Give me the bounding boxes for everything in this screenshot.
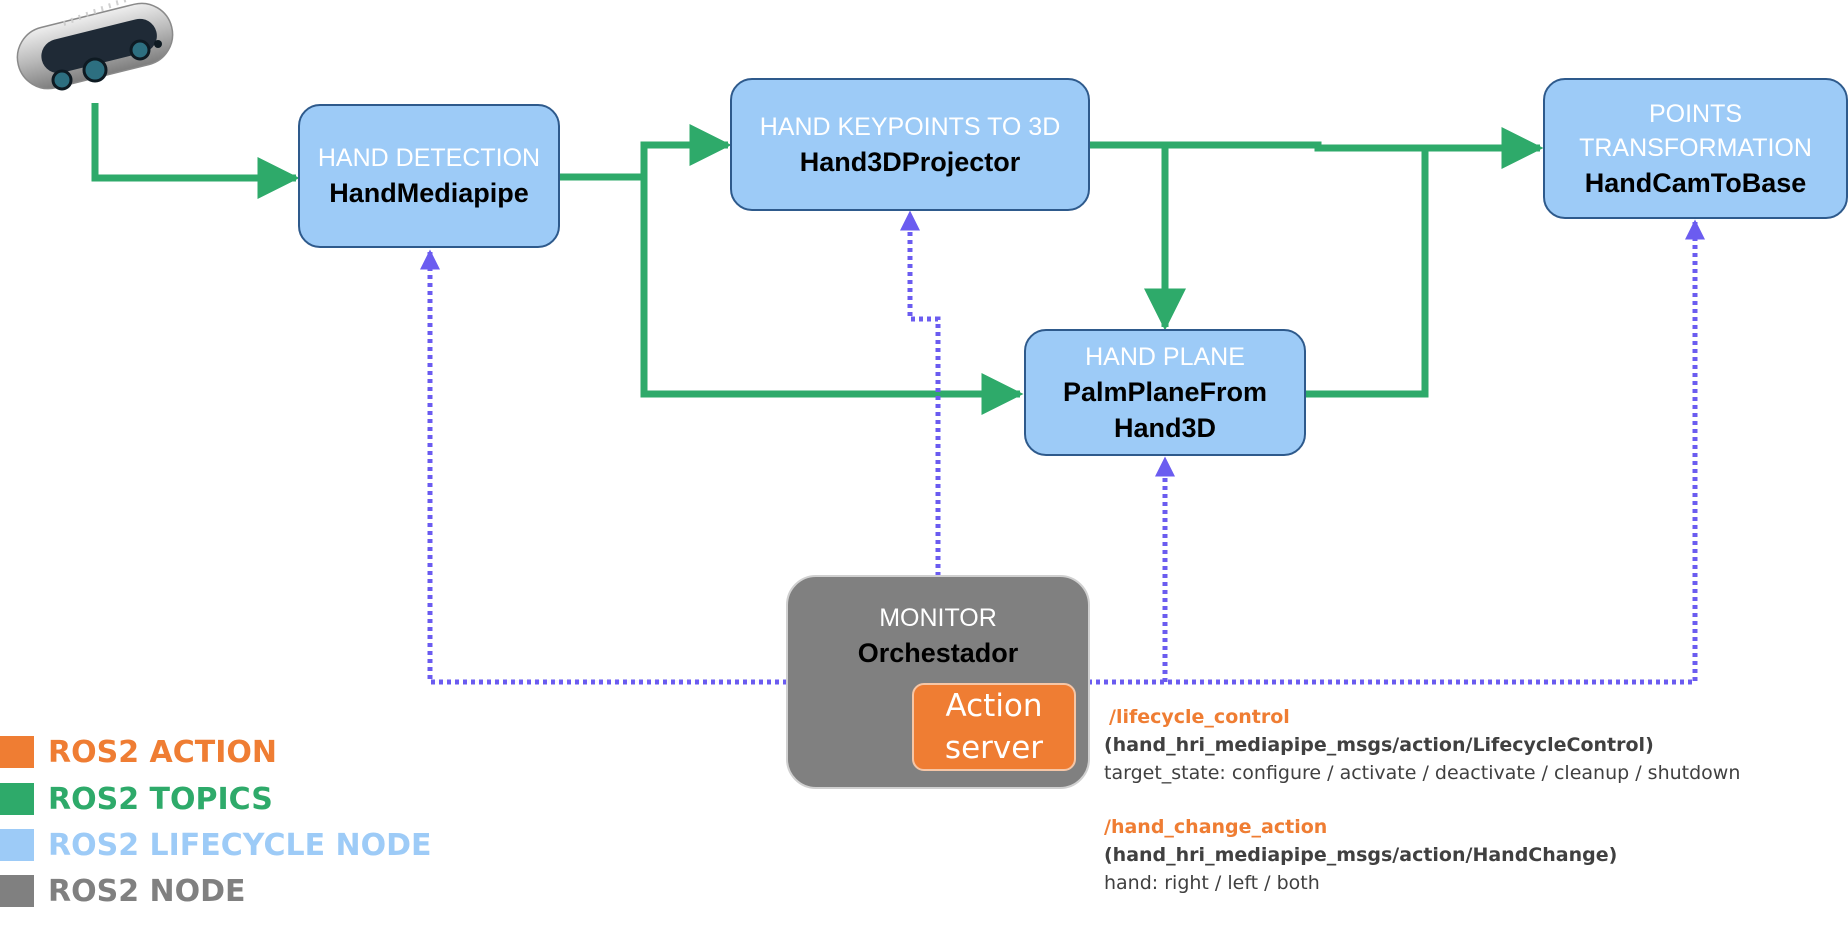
node-points-transformation[interactable]: POINTS TRANSFORMATION HandCamToBase [1543, 78, 1848, 219]
action-server-line2: server [944, 730, 1044, 766]
action-info-hand-change: /hand_change_action (hand_hri_mediapipe_… [1104, 813, 1617, 897]
legend-swatch [0, 875, 34, 907]
node-name: Orchestador [857, 638, 1019, 668]
node-category: MONITOR [879, 604, 997, 632]
legend-item-lifecycle-node: ROS2 LIFECYCLE NODE [0, 827, 432, 863]
node-name: Hand3DProjector [799, 146, 1021, 177]
legend-item-node: ROS2 NODE [0, 873, 246, 909]
topic-camera-to-detection [91, 103, 300, 199]
legend-swatch [0, 783, 34, 815]
node-category: HAND KEYPOINTS TO 3D [759, 112, 1061, 141]
legend-swatch [0, 736, 34, 768]
legend-label: ROS2 TOPICS [48, 781, 273, 817]
node-name-line1: PalmPlaneFrom [1062, 376, 1268, 407]
action-type: (hand_hri_mediapipe_msgs/action/Lifecycl… [1104, 734, 1654, 756]
action-type: (hand_hri_mediapipe_msgs/action/HandChan… [1104, 844, 1618, 866]
action-info-lifecycle: /lifecycle_control (hand_hri_mediapipe_m… [1104, 703, 1740, 787]
node-category-line1: POINTS [1648, 99, 1743, 128]
legend-label: ROS2 ACTION [48, 734, 277, 770]
node-name: HandMediapipe [329, 178, 529, 208]
action-link-keypoints [900, 210, 941, 576]
action-server-box[interactable]: Action server [912, 683, 1076, 771]
node-category: HAND PLANE [1085, 342, 1245, 371]
action-topic: /lifecycle_control [1109, 706, 1290, 728]
node-name: HandCamToBase [1584, 167, 1807, 198]
node-category-line2: TRANSFORMATION [1579, 133, 1812, 162]
node-category: HAND DETECTION [317, 144, 541, 172]
topic-detection-to-handplane [640, 177, 1024, 415]
topic-detection-to-keypoints [557, 124, 732, 181]
depth-camera-icon [16, 0, 174, 91]
node-hand-detection[interactable]: HAND DETECTION HandMediapipe [298, 104, 560, 248]
topic-keypoints-to-transformation [1088, 127, 1544, 169]
topic-handplane-to-transformation [1305, 148, 1429, 398]
action-link-detection [420, 249, 787, 685]
action-args: target_state: configure / activate / dea… [1104, 762, 1741, 784]
action-topic: /hand_change_action [1104, 816, 1328, 838]
action-link-handplane [1088, 219, 1705, 685]
legend-label: ROS2 LIFECYCLE NODE [48, 827, 432, 863]
action-server-line1: Action [945, 688, 1043, 724]
node-hand-plane[interactable]: HAND PLANE PalmPlaneFrom Hand3D [1024, 329, 1306, 456]
node-hand-keypoints[interactable]: HAND KEYPOINTS TO 3D Hand3DProjector [730, 78, 1090, 211]
legend-item-action: ROS2 ACTION [0, 734, 277, 770]
legend-label: ROS2 NODE [48, 873, 246, 909]
legend-item-topics: ROS2 TOPICS [0, 781, 273, 817]
node-name-line2: Hand3D [1113, 412, 1216, 443]
legend-swatch [0, 829, 34, 861]
action-args: hand: right / left / both [1104, 872, 1320, 894]
